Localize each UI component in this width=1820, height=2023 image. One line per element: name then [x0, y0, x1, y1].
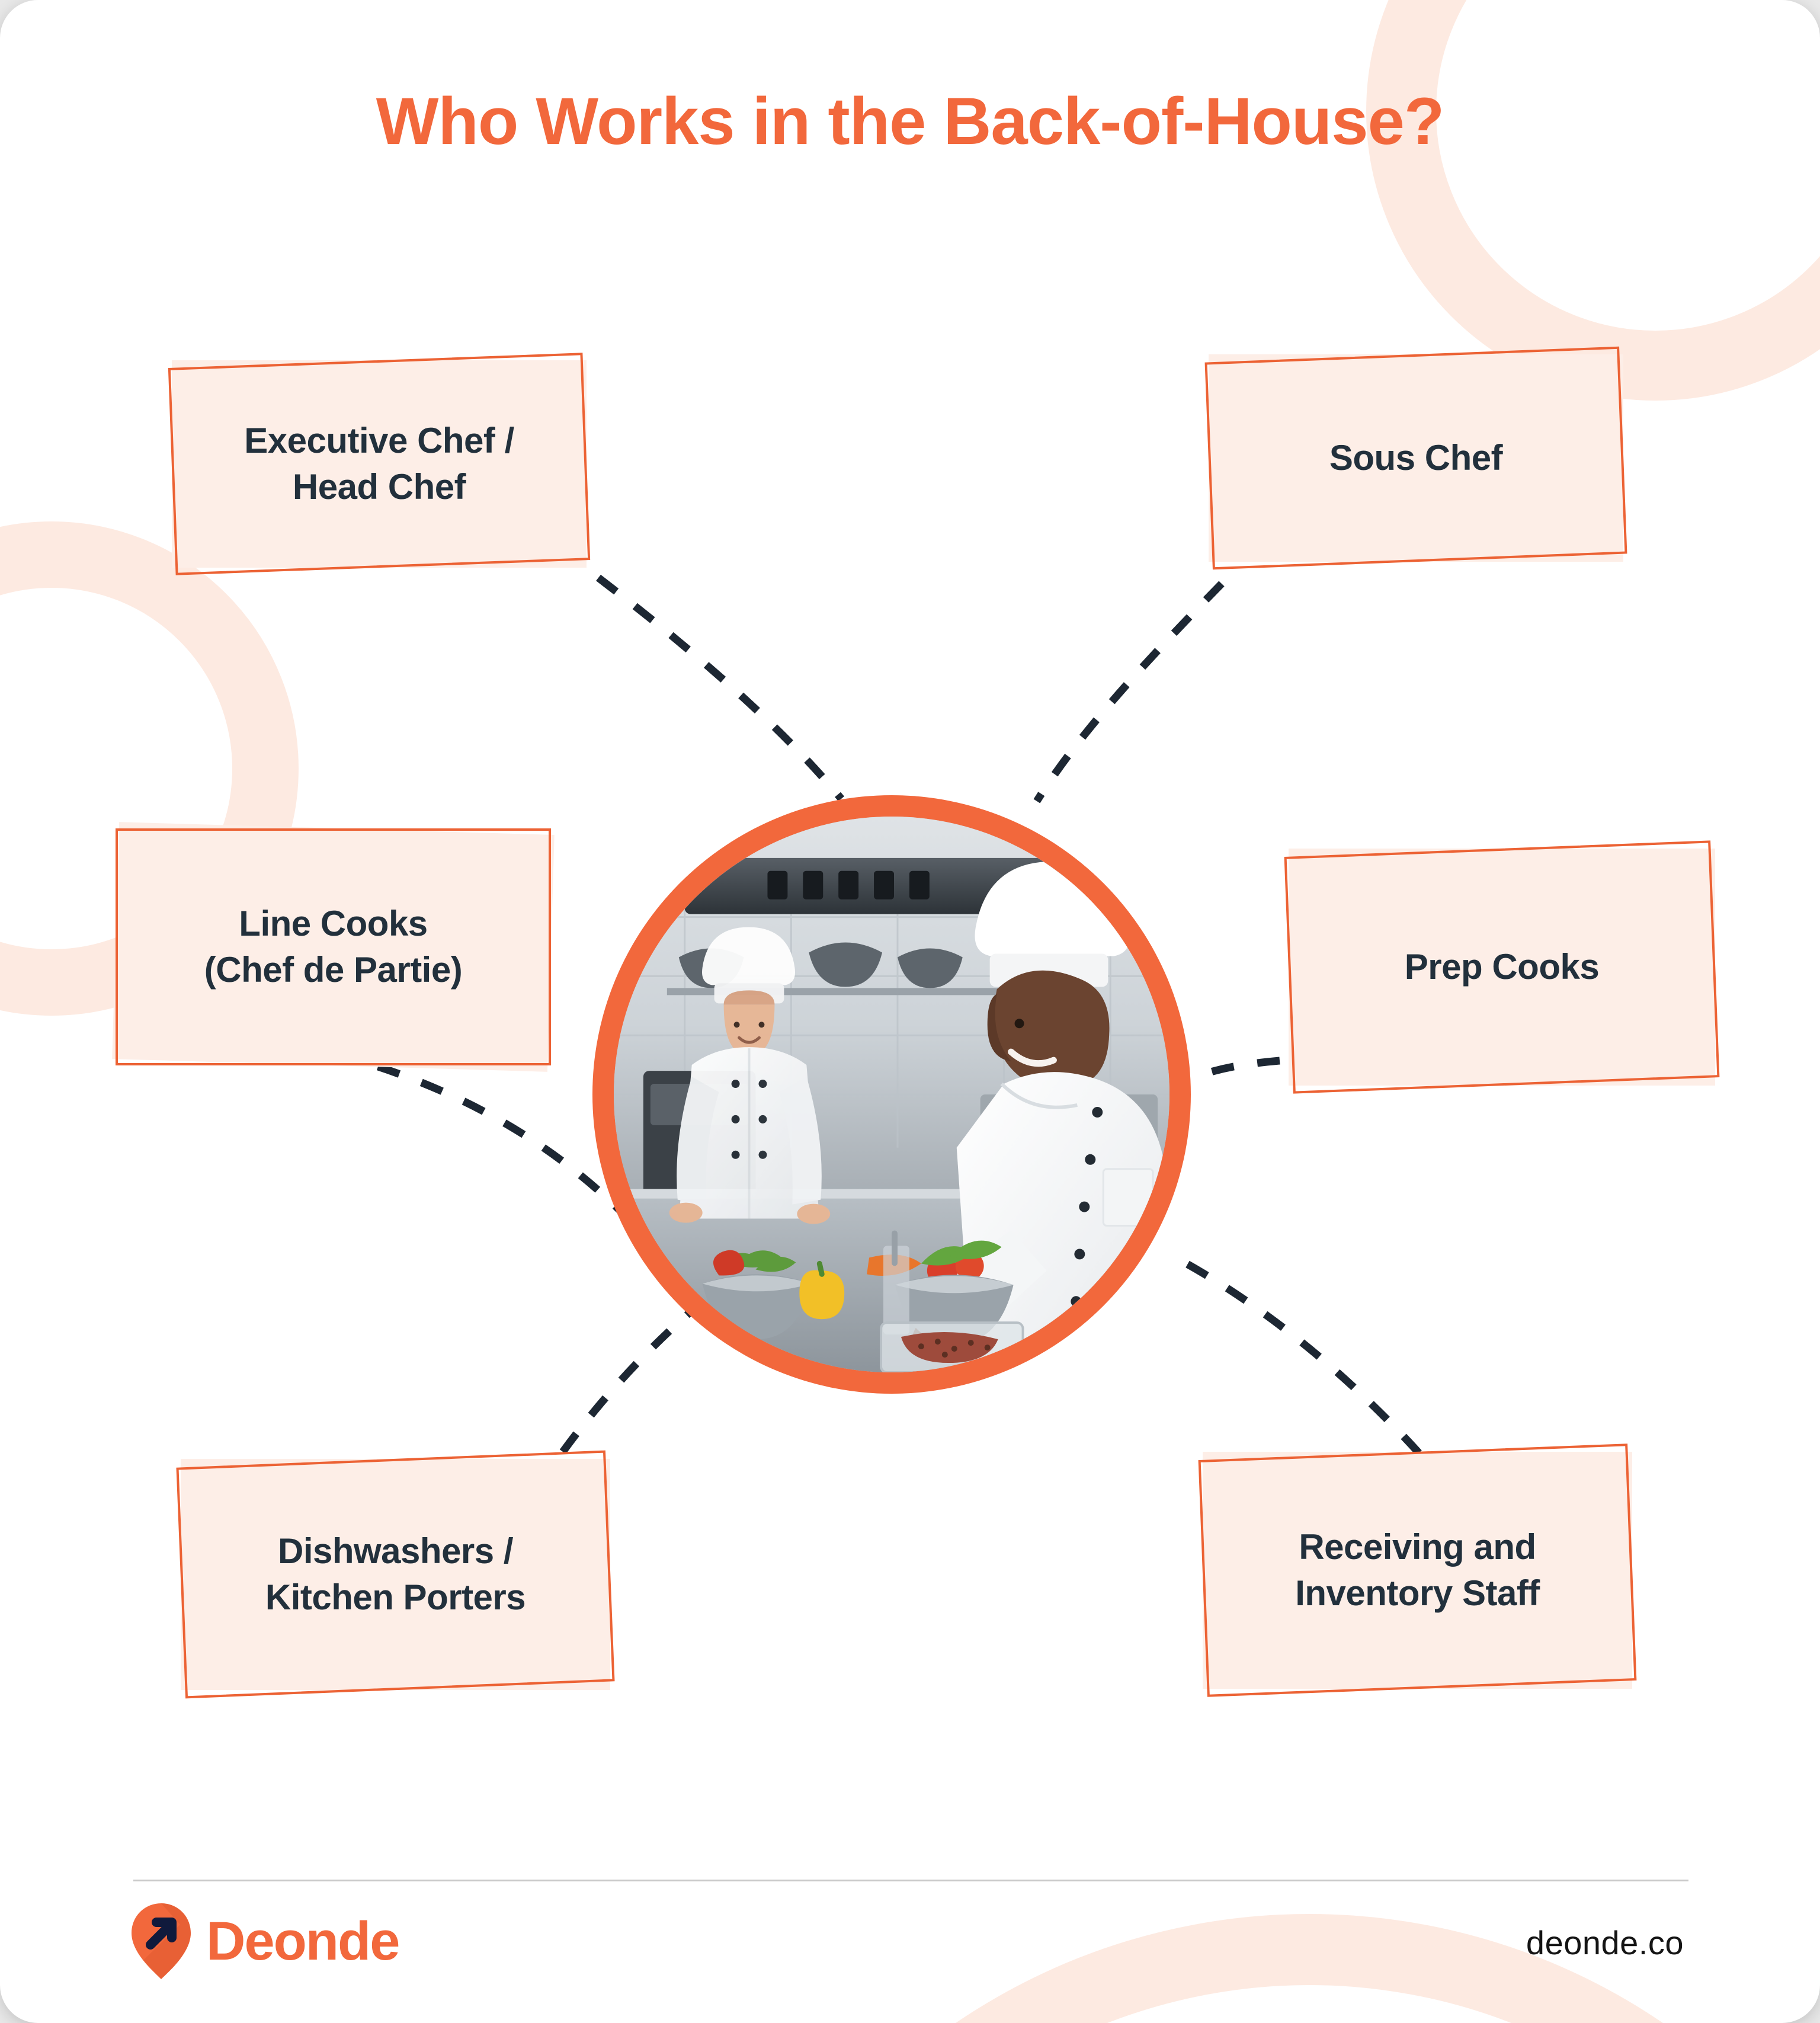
- connector-receiving: [1171, 1253, 1422, 1456]
- card-line-cooks: Line Cooks (Chef de Partie): [112, 822, 555, 1072]
- connector-executive-chef: [596, 574, 844, 802]
- decorative-ring-top-right: [1366, 0, 1820, 401]
- card-fill: [172, 360, 587, 568]
- brand-name: Deonde: [206, 1910, 400, 1971]
- card-prep-cooks: Prep Cooks: [1284, 840, 1720, 1094]
- card-label-sous-chef: Sous Chef: [1329, 438, 1503, 478]
- connector-prep-cooks: [1207, 1057, 1280, 1077]
- map-pin-arrow-icon: [132, 1903, 191, 1979]
- center-photo-ring: [592, 795, 1191, 1394]
- card-label-receiving-inventory: Receiving and Inventory Staff: [1295, 1527, 1540, 1613]
- card-label-dishwashers: Dishwashers / Kitchen Porters: [265, 1531, 526, 1617]
- card-fill: [1209, 354, 1623, 562]
- footer-divider: [133, 1880, 1688, 1881]
- center-photo: [614, 817, 1169, 1372]
- card-fill: [1289, 849, 1715, 1086]
- card-executive-chef: Executive Chef / Head Chef: [168, 353, 591, 575]
- card-label-executive-chef: Executive Chef / Head Chef: [244, 421, 514, 507]
- card-sous-chef: Sous Chef: [1204, 346, 1627, 570]
- card-label-line-cooks: Line Cooks (Chef de Partie): [204, 904, 463, 990]
- brand-logo[interactable]: Deonde: [129, 1902, 400, 1980]
- card-fill: [181, 1459, 610, 1690]
- card-fill: [1203, 1452, 1632, 1689]
- card-receiving-inventory: Receiving and Inventory Staff: [1198, 1443, 1637, 1697]
- card-outline: [116, 828, 551, 1065]
- card-dishwashers: Dishwashers / Kitchen Porters: [176, 1450, 615, 1699]
- connector-sous-chef: [1033, 581, 1225, 804]
- page-title: Who Works in the Back-of-House?: [376, 84, 1445, 158]
- website-url: deonde.co: [1526, 1924, 1684, 1961]
- card-label-prep-cooks: Prep Cooks: [1404, 947, 1600, 987]
